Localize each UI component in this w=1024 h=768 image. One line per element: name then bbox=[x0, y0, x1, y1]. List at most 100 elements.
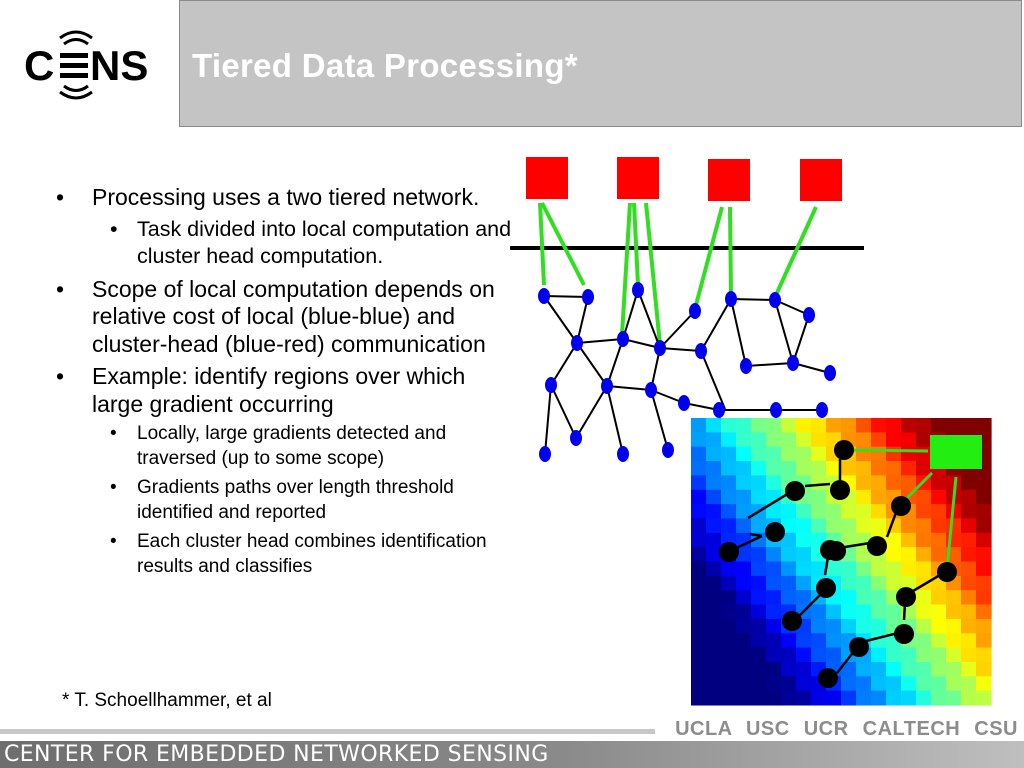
heatmap-cell bbox=[901, 662, 917, 677]
heatmap-cell bbox=[856, 618, 872, 634]
heatmap-cell bbox=[721, 461, 737, 476]
heatmap-cell bbox=[691, 604, 707, 620]
cens-logo: C NS bbox=[0, 0, 178, 128]
heatmap-cell bbox=[751, 532, 767, 548]
heatmap-cell bbox=[841, 618, 857, 634]
heatmap-cell bbox=[841, 604, 857, 620]
heatmap-cell bbox=[856, 475, 872, 491]
heatmap-cell bbox=[931, 676, 947, 692]
heatmap-cell bbox=[916, 547, 932, 562]
heatmap-cell bbox=[691, 461, 707, 476]
heatmap-cell bbox=[961, 575, 977, 591]
heatmap-cell bbox=[796, 662, 812, 677]
heatmap-cell bbox=[901, 676, 917, 692]
heatmap-cell bbox=[781, 504, 797, 519]
heatmap-cell bbox=[856, 518, 872, 534]
heatmap-cell bbox=[856, 489, 872, 505]
heatmap-cell bbox=[811, 690, 827, 706]
heatmap-cell bbox=[811, 446, 827, 462]
heatmap-cell bbox=[691, 633, 707, 649]
heatmap-cell bbox=[946, 604, 962, 620]
heatmap-cell bbox=[856, 547, 872, 562]
sub-bullet-list: Task divided into local computation and … bbox=[92, 216, 512, 271]
heatmap-cell bbox=[781, 575, 797, 591]
heatmap-cell bbox=[931, 604, 947, 620]
heatmap-cell bbox=[916, 518, 932, 534]
heatmap-cell bbox=[811, 518, 827, 534]
partner-name: USC bbox=[745, 718, 790, 740]
heatmap-cell bbox=[751, 590, 767, 606]
heatmap-cell bbox=[916, 504, 932, 519]
heatmap-cell bbox=[736, 633, 752, 649]
heatmap-cell bbox=[721, 504, 737, 519]
heatmap-cell bbox=[916, 489, 932, 505]
heatmap-cell bbox=[976, 690, 992, 706]
heatmap-cell bbox=[886, 647, 902, 663]
heatmap-cell bbox=[916, 618, 932, 634]
heatmap-cell bbox=[706, 561, 722, 577]
heatmap-cell bbox=[946, 676, 962, 692]
partner-list: UCLA USC UCR CALTECH CSU bbox=[675, 718, 1018, 741]
heatmap-cell bbox=[826, 504, 842, 519]
heatmap-cell bbox=[781, 647, 797, 663]
green-cluster-head bbox=[930, 435, 982, 469]
heatmap-cell bbox=[766, 676, 782, 692]
heatmap-cell bbox=[736, 518, 752, 534]
heatmap-cell bbox=[931, 489, 947, 505]
heatmap-cell bbox=[916, 590, 932, 606]
heatmap-cell bbox=[871, 618, 887, 634]
heatmap-cell bbox=[841, 662, 857, 677]
heatmap-cell bbox=[916, 432, 932, 448]
heatmap-cell bbox=[946, 518, 962, 534]
heatmap-cell bbox=[916, 532, 932, 548]
heatmap-cell bbox=[766, 604, 782, 620]
heatmap-cell bbox=[796, 461, 812, 476]
footer-text: CENTER FOR EMBEDDED NETWORKED SENSING bbox=[4, 742, 549, 767]
heatmap-cell bbox=[706, 690, 722, 706]
partner-name: CSU bbox=[974, 718, 1018, 740]
heatmap-cell bbox=[961, 618, 977, 634]
heatmap-cell bbox=[946, 633, 962, 649]
heatmap-cell bbox=[931, 518, 947, 534]
heatmap-cell bbox=[976, 561, 992, 577]
heatmap-cell bbox=[961, 532, 977, 548]
sensor-nodes bbox=[538, 282, 836, 462]
heatmap-cell bbox=[736, 432, 752, 448]
heatmap-cell bbox=[916, 446, 932, 462]
sub-bullet-item: Locally, large gradients detected and tr… bbox=[92, 422, 512, 471]
heatmap-cell bbox=[751, 618, 767, 634]
heatmap-cell bbox=[841, 690, 857, 706]
heatmap-cell bbox=[916, 633, 932, 649]
heatmap-cell bbox=[811, 418, 827, 433]
heatmap-cell bbox=[961, 547, 977, 562]
svg-text:C: C bbox=[24, 42, 54, 89]
heatmap-cell bbox=[691, 590, 707, 606]
heatmap-cell bbox=[811, 432, 827, 448]
heatmap-cell bbox=[706, 662, 722, 677]
heatmap-cell bbox=[721, 518, 737, 534]
heatmap-cell bbox=[901, 647, 917, 663]
heatmap-cell bbox=[961, 690, 977, 706]
heatmap-cell bbox=[691, 446, 707, 462]
heatmap-cell bbox=[961, 475, 977, 491]
cluster-head-node bbox=[708, 159, 750, 201]
partner-divider bbox=[0, 729, 655, 734]
heatmap-cell bbox=[751, 662, 767, 677]
heatmap-cell bbox=[826, 518, 842, 534]
heatmap-cell bbox=[901, 547, 917, 562]
heatmap-cell bbox=[796, 676, 812, 692]
heatmap-cell bbox=[946, 590, 962, 606]
footer-bar: CENTER FOR EMBEDDED NETWORKED SENSING bbox=[0, 741, 1024, 768]
heatmap-cell bbox=[706, 475, 722, 491]
heatmap-cell bbox=[751, 676, 767, 692]
heatmap-cell bbox=[811, 475, 827, 491]
heatmap-cell bbox=[706, 590, 722, 606]
heatmap-cell bbox=[781, 590, 797, 606]
heatmap-cell bbox=[961, 633, 977, 649]
heatmap-cell bbox=[946, 418, 962, 433]
heatmap-cell bbox=[886, 461, 902, 476]
heatmap-cell bbox=[751, 518, 767, 534]
heatmap-cell bbox=[781, 432, 797, 448]
heatmap-cell bbox=[961, 676, 977, 692]
heatmap-cell bbox=[751, 475, 767, 491]
